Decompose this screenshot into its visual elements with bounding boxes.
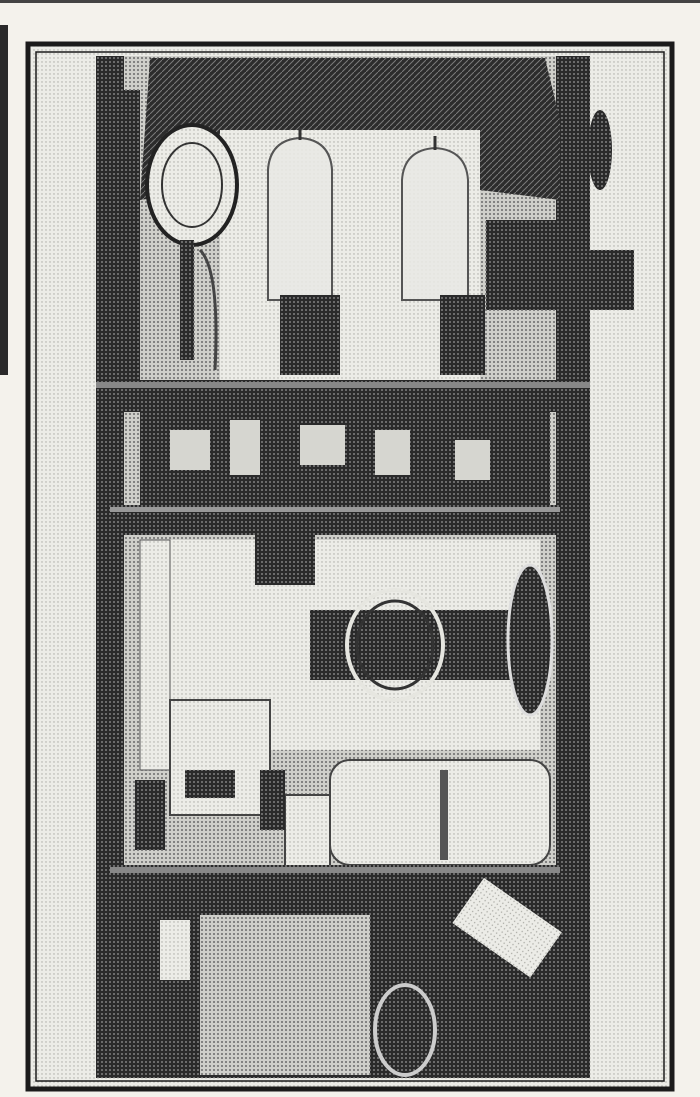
mid-relay: [255, 535, 315, 585]
equipment-rack: [96, 56, 634, 1078]
right-upright: [556, 56, 590, 1078]
side-bracket: [586, 250, 634, 310]
cable-loop: [373, 983, 437, 1077]
top-rule: [0, 0, 700, 3]
upper-right-components: [486, 220, 556, 310]
power-transformer: [200, 915, 370, 1075]
diagonal-brace: [452, 877, 562, 978]
motor-generator: [169, 699, 551, 871]
top-coil: [140, 58, 560, 200]
left-edge-fragment: [0, 25, 8, 375]
transformer: [310, 563, 554, 717]
side-knob: [588, 110, 612, 190]
vertical-tube-left: [122, 90, 140, 380]
vacuum-tube-left: [267, 128, 340, 375]
spring-mounts: [135, 770, 285, 850]
relay-units: [170, 420, 490, 480]
round-gauge: [145, 123, 239, 371]
vacuum-tube-right: [401, 136, 485, 375]
